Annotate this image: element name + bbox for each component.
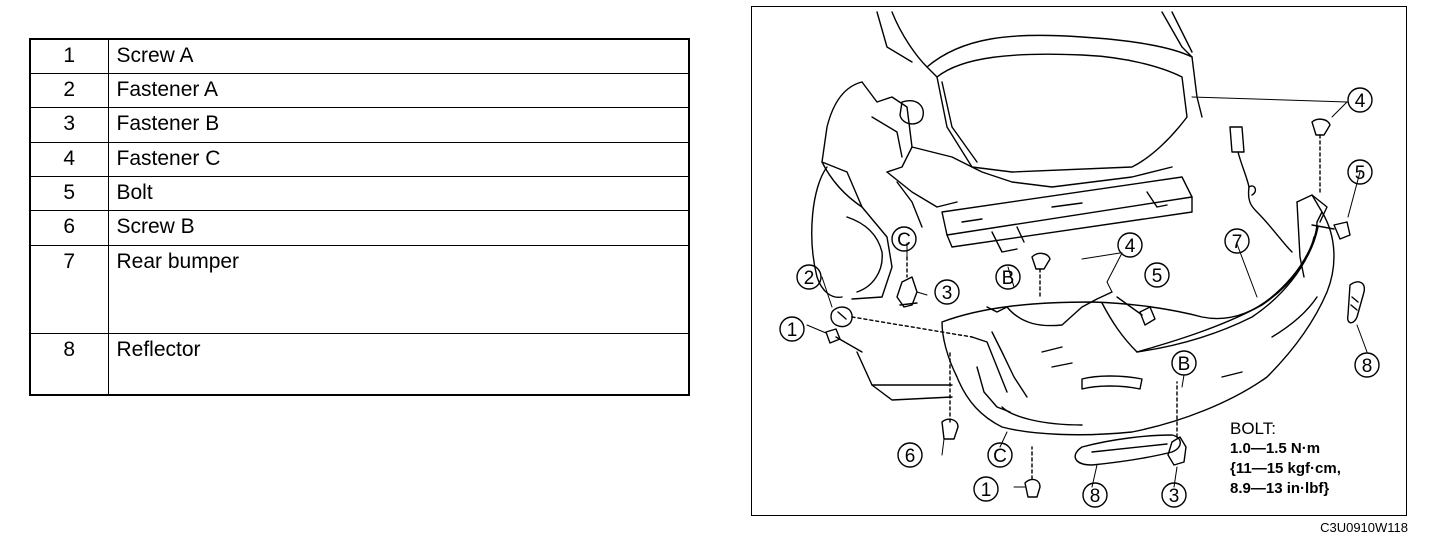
callout-7	[1224, 228, 1250, 254]
callout-3-top	[934, 279, 960, 305]
spec-line-nm: 1.0—1.5 N·m	[1230, 440, 1321, 457]
callout-2	[796, 264, 822, 290]
vehicle-body-outline	[811, 11, 1203, 300]
bolt-torque-spec: BOLT: 1.0—1.5 N·m {11—15 kgf·cm, 8.9—13 …	[1230, 419, 1341, 499]
callouts: 4 5 7 4 5 C B 3 2 1	[779, 87, 1380, 508]
callout-label: B	[1002, 268, 1015, 289]
callout-label: 3	[1169, 486, 1180, 507]
callout-6	[897, 442, 923, 468]
callout-label: C	[897, 230, 911, 251]
part-name: Fastener B	[107, 107, 690, 143]
part-name: Bolt	[107, 176, 690, 212]
callout-label: 8	[1090, 486, 1101, 507]
callout-label: 4	[1125, 236, 1136, 257]
part-name: Fastener C	[107, 141, 690, 178]
table-row: 1 Screw A	[29, 38, 690, 74]
callout-label: 5	[1152, 266, 1163, 287]
part-name: Screw A	[107, 38, 690, 74]
diagram-drawing: 4 5 7 4 5 C B 3 2 1	[779, 11, 1380, 508]
callout-c-bottom	[987, 442, 1013, 468]
callout-label: 7	[1232, 232, 1243, 253]
table-row: 4 Fastener C	[29, 141, 690, 178]
part-number: 4	[29, 141, 109, 178]
callout-label: 4	[1355, 91, 1366, 112]
callout-label: 5	[1355, 163, 1366, 184]
table-row: 5 Bolt	[29, 176, 690, 212]
callout-label: 2	[804, 268, 815, 289]
rear-bumper	[941, 194, 1335, 436]
callout-8-bottom	[1082, 482, 1108, 508]
callout-label: 1	[981, 480, 992, 501]
callout-8-right	[1354, 352, 1380, 378]
parts-table: 1 Screw A 2 Fastener A 3 Fastener B 4 Fa…	[29, 38, 690, 397]
fasteners	[825, 118, 1351, 498]
table-row: 6 Screw B	[29, 210, 690, 246]
callout-3-bottom	[1161, 482, 1187, 508]
callout-b-top	[995, 264, 1021, 290]
callout-b-bottom	[1171, 350, 1197, 376]
callout-5-middle	[1144, 262, 1170, 288]
figure-code: C3U0910W118	[1320, 520, 1408, 535]
part-number: 7	[29, 244, 109, 334]
callout-c-top	[891, 226, 917, 252]
wiring-harness	[986, 126, 1293, 327]
part-name: Screw B	[107, 210, 690, 246]
bumper-exploded-diagram: 4 5 7 4 5 C B 3 2 1	[751, 6, 1407, 516]
callout-1-upper	[779, 316, 805, 342]
rear-reinforcement	[941, 176, 1193, 253]
spec-line-kgf: {11—15 kgf·cm,	[1230, 460, 1341, 477]
callout-label: 8	[1362, 356, 1373, 377]
callout-label: B	[1178, 354, 1191, 375]
callout-label: 3	[942, 283, 953, 304]
callout-label: 6	[905, 446, 916, 467]
part-number: 6	[29, 210, 109, 246]
part-name: Reflector	[107, 332, 690, 396]
table-row: 2 Fastener A	[29, 72, 690, 109]
table-row: 7 Rear bumper	[29, 244, 690, 334]
part-number: 2	[29, 72, 109, 109]
part-number: 3	[29, 107, 109, 143]
part-number: 8	[29, 332, 109, 396]
reflector-bottom	[1074, 434, 1181, 466]
part-name: Rear bumper	[107, 244, 690, 334]
callout-label: 1	[787, 320, 798, 341]
callout-4-middle	[1117, 232, 1143, 258]
callout-1-bottom	[973, 476, 999, 502]
spec-line-inlbf: 8.9—13 in·lbf}	[1230, 480, 1330, 497]
table-row: 3 Fastener B	[29, 107, 690, 143]
callout-5-right	[1347, 159, 1373, 185]
part-number: 1	[29, 38, 109, 74]
callout-label: C	[993, 446, 1007, 467]
reflector-right	[1346, 281, 1365, 324]
spec-heading: BOLT:	[1230, 419, 1276, 438]
table-row: 8 Reflector	[29, 332, 690, 396]
part-name: Fastener A	[107, 72, 690, 109]
callout-4-top	[1347, 87, 1373, 113]
part-number: 5	[29, 176, 109, 212]
